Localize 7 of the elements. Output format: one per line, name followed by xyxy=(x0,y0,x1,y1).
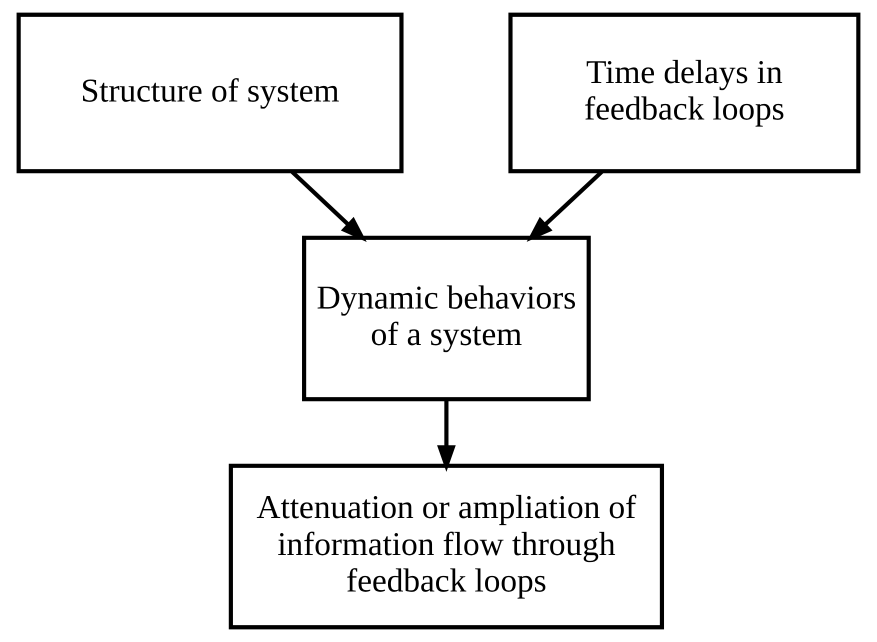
node-box: Attenuation or ampliation of information flow through feedback loops xyxy=(228,464,664,630)
node-box: Time delays in feedback loops xyxy=(508,12,860,174)
arrow xyxy=(526,170,604,242)
arrow xyxy=(290,170,367,242)
arrow xyxy=(437,399,456,472)
node-box: Dynamic behaviors of a system xyxy=(302,236,591,402)
node-box: Structure of system xyxy=(16,12,404,174)
